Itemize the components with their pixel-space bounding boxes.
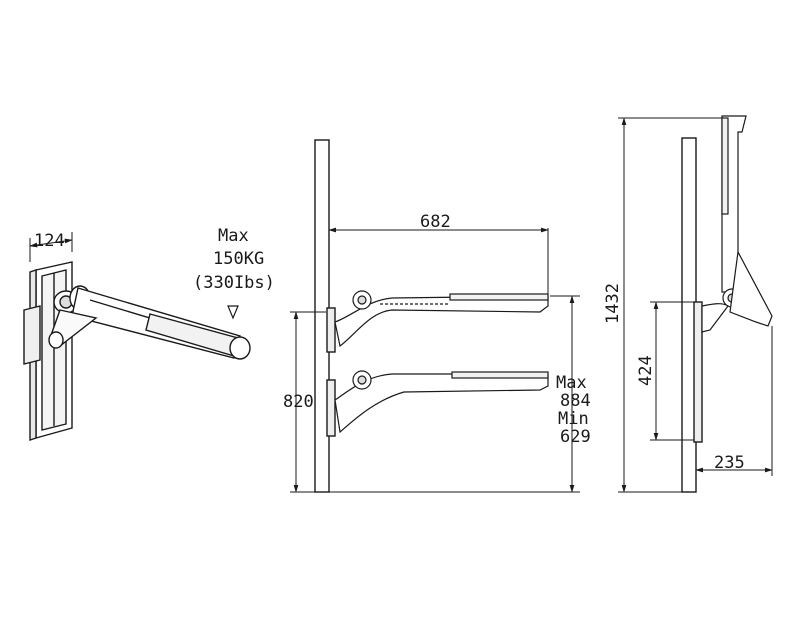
width-dimension-124 <box>29 232 73 262</box>
load-lbs-label: (330Ibs) <box>193 273 275 293</box>
bracket-height-label: 424 <box>636 355 656 386</box>
length-dimension-682 <box>328 227 549 294</box>
height-dimension-820 <box>290 311 580 493</box>
load-kg-label: 150KG <box>213 249 264 269</box>
load-arrow-icon <box>227 305 239 320</box>
range-max-value: 884 <box>560 391 591 411</box>
range-min-value: 629 <box>560 427 591 447</box>
folded-view-bar <box>701 115 773 333</box>
projection-dimension-235 <box>695 326 773 476</box>
width-label: 124 <box>34 231 65 251</box>
range-max-label: Max <box>556 373 587 393</box>
total-height-label: 1432 <box>603 283 623 324</box>
range-min-label: Min <box>558 409 589 429</box>
total-height-dimension-1432 <box>618 117 722 493</box>
max-load-label: Max <box>218 226 249 246</box>
side-view-bar-raised <box>334 290 549 348</box>
folded-view-wall <box>681 137 703 493</box>
mount-height-label: 820 <box>283 392 314 412</box>
isometric-grab-bar-view <box>23 261 251 441</box>
side-view-wall <box>314 139 336 493</box>
range-dimension <box>550 295 580 493</box>
bracket-height-dimension-424 <box>650 301 694 441</box>
length-label: 682 <box>420 212 451 232</box>
projection-label: 235 <box>714 453 745 473</box>
side-view-bar-lower <box>334 370 549 434</box>
